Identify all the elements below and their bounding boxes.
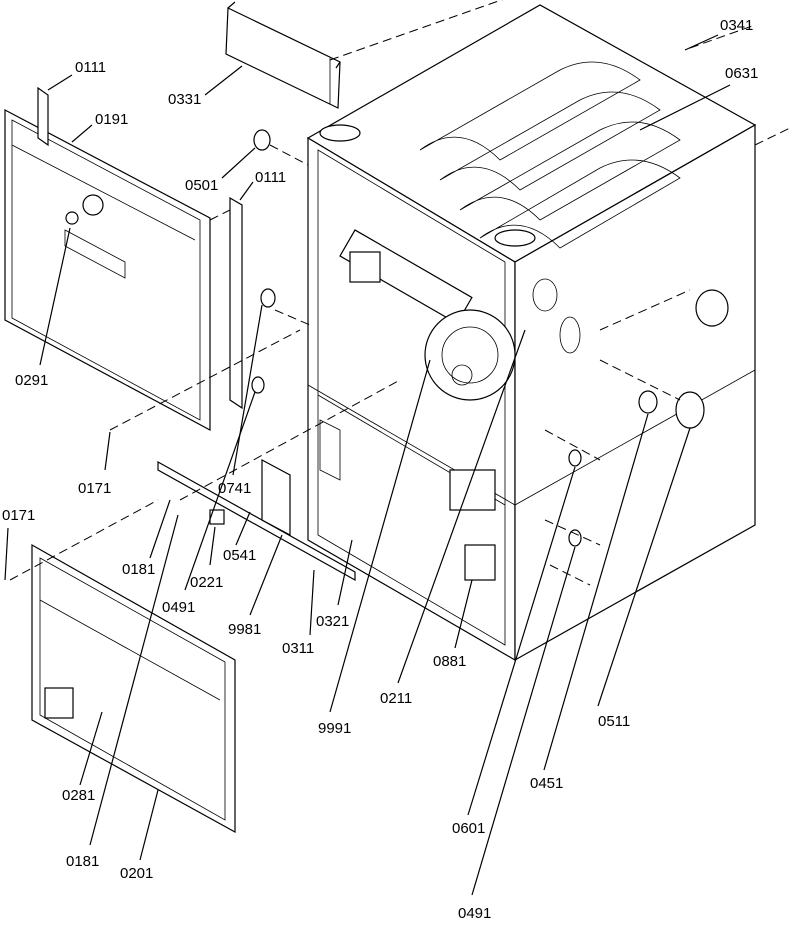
label-0181-lower: 0181: [66, 853, 99, 870]
grommet-0501: [253, 129, 271, 151]
gasket-0511: [675, 391, 705, 429]
label-0451: 0451: [530, 775, 563, 792]
label-0341: 0341: [720, 17, 753, 34]
label-0491-left: 0491: [162, 599, 195, 616]
grommet-0741: [260, 288, 276, 308]
label-0631: 0631: [725, 65, 758, 82]
label-0881: 0881: [433, 653, 466, 670]
label-0321: 0321: [316, 613, 349, 630]
label-0111-top: 0111: [75, 59, 106, 76]
label-0291: 0291: [15, 372, 48, 389]
label-9981: 9981: [228, 621, 261, 638]
switch-0221: [209, 509, 225, 525]
label-0171-door: 0171: [78, 480, 111, 497]
label-0211: 0211: [380, 690, 412, 707]
label-0191: 0191: [95, 111, 128, 128]
grommet-0491-left: [251, 376, 265, 394]
label-0111-side: 0111: [255, 169, 286, 186]
upper-door-0191: [4, 109, 211, 432]
plate-9981: [261, 458, 291, 537]
furnace-cabinet: [306, 4, 757, 662]
label-0181-upper: 0181: [122, 561, 155, 578]
leader-lines: [4, 34, 731, 896]
gasket-0631-side: [695, 289, 729, 327]
ring-0451: [638, 390, 658, 414]
door-gasket-0111-lower: [229, 196, 243, 410]
label-0331: 0331: [168, 91, 201, 108]
top-filler-strip-0331: [225, 1, 341, 109]
bracket-0311: [157, 460, 356, 582]
label-0491-bottom: 0491: [458, 905, 491, 922]
label-0281: 0281: [62, 787, 95, 804]
assembly-lines: [9, 0, 791, 586]
label-0221: 0221: [190, 574, 223, 591]
label-0171-left: 0171: [2, 507, 35, 524]
label-0311: 0311: [282, 640, 314, 657]
label-0541: 0541: [223, 547, 256, 564]
label-9991: 9991: [318, 720, 351, 737]
label-0501: 0501: [185, 177, 218, 194]
label-0201: 0201: [120, 865, 153, 882]
label-0601: 0601: [452, 820, 485, 837]
part-labels: 0341 0631 0331 0111 0191 0501 0111 0291 …: [2, 17, 758, 922]
label-0511: 0511: [598, 713, 630, 730]
grommet-0601: [568, 449, 582, 467]
door-gasket-0111-upper: [37, 86, 49, 147]
grommet-0491-right: [568, 529, 582, 547]
lower-door-0201: [31, 543, 236, 834]
label-0741: 0741: [218, 480, 251, 497]
